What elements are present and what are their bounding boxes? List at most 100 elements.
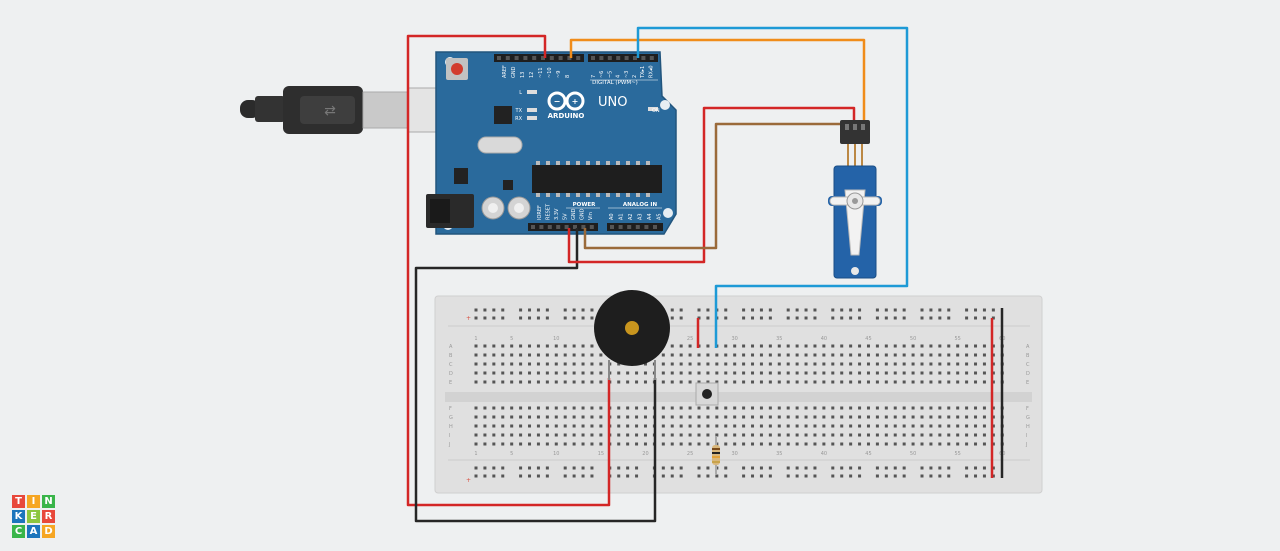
- wires[interactable]: [406, 26, 1004, 523]
- row-right-E: E: [1026, 380, 1029, 386]
- col-num-bottom-35: 35: [776, 451, 782, 457]
- col-num-top-30: 30: [731, 336, 737, 342]
- power-pin-label-3: 5V: [563, 213, 569, 220]
- digital-pin-label-b-2: ~5: [607, 71, 613, 78]
- row-left-F: F: [449, 406, 452, 412]
- digital-pin-label-2: 13: [520, 72, 526, 78]
- rail-plus-bottom: +: [466, 477, 471, 484]
- row-right-D: D: [1026, 371, 1030, 377]
- pushbutton[interactable]: [695, 382, 719, 406]
- col-num-bottom-10: 10: [553, 451, 559, 457]
- arduino-brand-text: ARDUINO: [548, 112, 585, 120]
- digital-pin-label-b-5: 2: [632, 75, 638, 78]
- row-left-J: J: [448, 442, 450, 448]
- row-right-H: H: [1026, 424, 1030, 430]
- digital-header-right[interactable]: [588, 54, 658, 62]
- digital-pin-label-b-3: 4: [616, 75, 622, 78]
- col-num-top-40: 40: [821, 336, 827, 342]
- logo-letter-k: K: [12, 510, 25, 523]
- analog-pin-label-0: A0: [609, 213, 615, 220]
- row-left-I: I: [449, 433, 450, 439]
- col-num-bottom-30: 30: [731, 451, 737, 457]
- power-pin-label-6: Vin: [588, 212, 594, 220]
- col-num-bottom-40: 40: [821, 451, 827, 457]
- digital-pin-label-b-6: TX▸1: [640, 66, 646, 79]
- digital-pin-label-b-7: RX◂0: [648, 65, 654, 78]
- logo-letter-r: R: [42, 510, 55, 523]
- led-rx-label: RX: [515, 116, 522, 122]
- logo-letter-e: E: [27, 510, 40, 523]
- row-right-G: G: [1026, 415, 1030, 421]
- svg-text:−: −: [554, 97, 561, 106]
- piezo-buzzer[interactable]: [594, 290, 670, 380]
- logo-letter-i: I: [27, 495, 40, 508]
- col-num-bottom-25: 25: [687, 451, 693, 457]
- wire-red-5v-to-servo[interactable]: [567, 106, 856, 264]
- col-num-top-45: 45: [865, 336, 871, 342]
- row-left-B: B: [449, 353, 453, 359]
- row-right-C: C: [1026, 362, 1030, 368]
- power-pin-label-0: IOREF: [537, 205, 543, 220]
- row-left-C: C: [449, 362, 453, 368]
- digital-pin-label-b-4: ~3: [624, 71, 630, 78]
- col-num-bottom-5: 5: [510, 451, 513, 457]
- digital-pin-label-3: 12: [529, 72, 535, 78]
- wire-blue-pin2-to-button[interactable]: [636, 26, 909, 348]
- logo-letter-t: T: [12, 495, 25, 508]
- row-right-J: J: [1025, 442, 1027, 448]
- svg-text:⇄: ⇄: [324, 103, 336, 119]
- row-left-H: H: [449, 424, 453, 430]
- digital-pin-label-1: GND: [511, 66, 517, 78]
- power-header-title: POWER: [573, 202, 597, 208]
- analog-pin-label-1: A1: [619, 213, 625, 220]
- wire-red-5v-to-breadboard[interactable]: [406, 34, 611, 507]
- logo-letter-c: C: [12, 525, 25, 538]
- digital-header-title: DIGITAL (PWM~): [592, 80, 638, 86]
- col-num-top-5: 5: [510, 336, 513, 342]
- col-num-bottom-55: 55: [954, 451, 960, 457]
- analog-pin-label-5: A5: [657, 213, 663, 220]
- col-num-bottom-20: 20: [642, 451, 648, 457]
- micro-servo[interactable]: [828, 120, 882, 279]
- col-num-bottom-50: 50: [910, 451, 916, 457]
- led-on-label: ON: [652, 108, 660, 114]
- wire-orange-pin9-to-servo[interactable]: [569, 38, 866, 122]
- col-num-top-35: 35: [776, 336, 782, 342]
- usb-cable[interactable]: ⇄: [240, 86, 439, 134]
- power-header[interactable]: [528, 223, 598, 231]
- digital-pin-label-b-1: ~6: [599, 71, 605, 78]
- logo-letter-n: N: [42, 495, 55, 508]
- led-l-label: L: [519, 90, 522, 96]
- digital-pin-label-6: ~9: [556, 71, 562, 78]
- tinkercad-logo[interactable]: T I N K E R C A D: [12, 495, 56, 539]
- row-left-A: A: [449, 344, 453, 350]
- digital-pin-label-0: AREF: [502, 65, 508, 78]
- col-num-bottom-45: 45: [865, 451, 871, 457]
- row-left-G: G: [449, 415, 453, 421]
- digital-header-left[interactable]: [494, 54, 584, 62]
- row-right-A: A: [1026, 344, 1030, 350]
- led-tx-label: TX: [515, 108, 523, 114]
- atmega-chip: [532, 165, 662, 193]
- analog-pin-label-3: A3: [638, 213, 644, 220]
- col-num-top-50: 50: [910, 336, 916, 342]
- col-num-top-25: 25: [687, 336, 693, 342]
- resistor[interactable]: [712, 436, 720, 474]
- row-left-D: D: [449, 371, 453, 377]
- wire-brown-gnd-to-servo[interactable]: [583, 122, 844, 250]
- power-pin-label-4: GND: [571, 208, 577, 220]
- digital-pin-label-5: ~10: [547, 67, 553, 78]
- analog-header-title: ANALOG IN: [623, 202, 658, 208]
- power-pin-label-5: GND: [580, 208, 586, 220]
- analog-header[interactable]: [607, 223, 663, 231]
- col-num-top-10: 10: [553, 336, 559, 342]
- power-pin-label-2: 3.3V: [554, 208, 560, 220]
- digital-pin-label-7: 8: [565, 75, 571, 78]
- logo-letter-a: A: [27, 525, 40, 538]
